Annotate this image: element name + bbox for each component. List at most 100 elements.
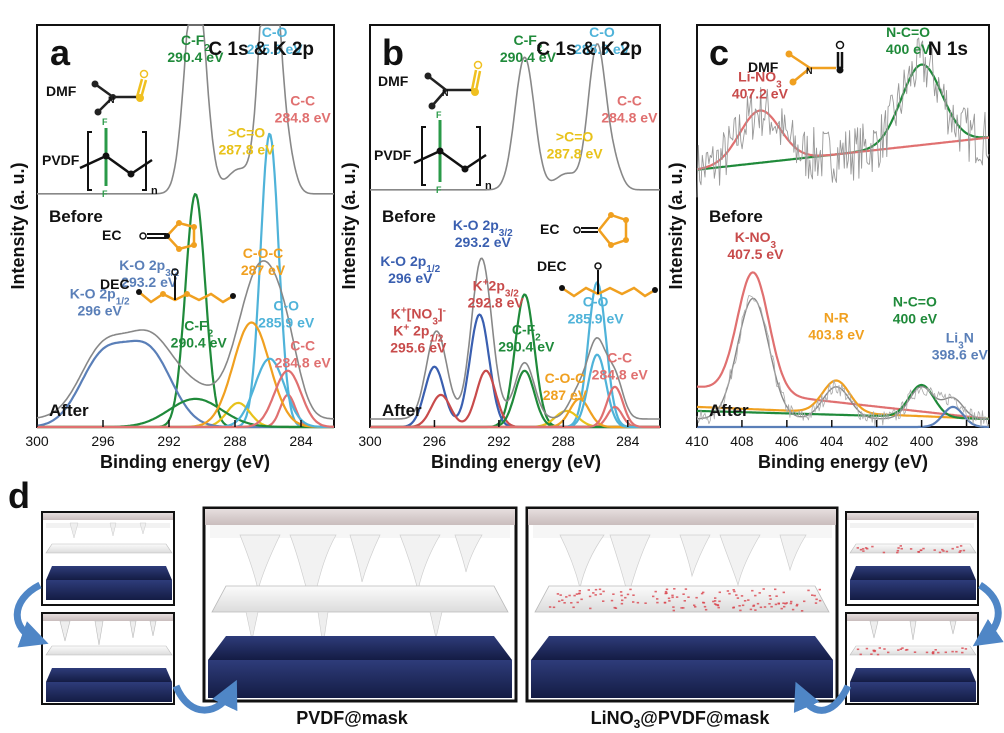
lino3-dot xyxy=(795,604,798,607)
lino3-dot xyxy=(782,602,785,604)
svg-text:F: F xyxy=(102,189,108,199)
panel-c-dmf-structure: DMF N xyxy=(748,40,845,86)
panel-c-series-7 xyxy=(696,297,989,420)
lino3-dot xyxy=(945,550,949,553)
panel-c-xtick-label-5: 400 xyxy=(910,433,934,449)
lino3-dot xyxy=(775,595,778,597)
panel-a-xtick-label-4: 284 xyxy=(289,433,313,449)
panel-a-series-4 xyxy=(37,24,334,195)
lino3-dot xyxy=(683,600,686,602)
lino3-dot xyxy=(568,594,571,597)
lino3-dot xyxy=(951,547,954,550)
lino3-dot xyxy=(751,589,754,592)
lino3-dot xyxy=(790,600,793,603)
lino3-dot xyxy=(565,596,568,598)
panel-b-spectra xyxy=(370,43,660,429)
lino3-dot xyxy=(728,592,731,595)
large-cell-pvdf-mask xyxy=(202,506,518,703)
lino3-dot xyxy=(664,590,668,593)
lino3-dot xyxy=(754,594,757,597)
panel-a-xtick-label-0: 300 xyxy=(25,433,49,449)
panel-b-after-label: After xyxy=(382,401,422,420)
lino3-dot xyxy=(864,547,868,549)
lino3-dot xyxy=(589,607,592,610)
lino3-dot xyxy=(768,603,771,605)
lino3-dot xyxy=(717,606,720,609)
lino3-dot xyxy=(942,550,945,552)
lino3-dot xyxy=(859,653,862,656)
lino3-dot xyxy=(632,594,635,596)
svg-text:N: N xyxy=(806,66,813,76)
lino3-dot xyxy=(818,588,821,591)
lino3-dot xyxy=(763,606,767,608)
panel-c-series-5 xyxy=(696,383,990,421)
lino3-dot xyxy=(675,596,679,598)
panel-c-xtick-label-2: 406 xyxy=(775,433,799,449)
panel-c-series-6 xyxy=(697,405,990,429)
svg-text:N: N xyxy=(108,95,115,105)
panel-c-spectra xyxy=(696,37,990,429)
lino3-dot xyxy=(739,609,742,612)
lino3-dot xyxy=(614,607,618,609)
panel-a-xtick-label-2: 292 xyxy=(157,433,181,449)
lino3-dot xyxy=(859,548,863,551)
lino3-dot xyxy=(803,600,806,603)
lino3-dot xyxy=(800,610,804,612)
panel-a-dec-structure: DEC xyxy=(100,268,236,304)
panel-c-title: N 1s xyxy=(928,39,968,60)
lino3-dot xyxy=(897,649,900,651)
panel-b-pvdf-structure: PVDF n F F xyxy=(374,110,492,195)
lino3-dot xyxy=(680,607,683,609)
lino3-dot xyxy=(671,594,674,597)
lino3-dot xyxy=(716,604,720,607)
ec-label: EC xyxy=(540,221,559,237)
lino3-dot xyxy=(695,596,698,599)
svg-text:F: F xyxy=(436,185,442,195)
pvdf-label: PVDF xyxy=(42,152,80,168)
panel-b-title: C 1s & K 2p xyxy=(536,39,642,60)
lino3-dot xyxy=(937,651,940,654)
lino3-dot xyxy=(684,588,688,590)
lino3-dot xyxy=(897,547,900,549)
lino3-dot xyxy=(629,588,632,591)
panel-b-letter: b xyxy=(382,32,404,73)
lino3-dot xyxy=(959,545,963,547)
lino3-dot xyxy=(872,649,876,652)
lino3-dots xyxy=(548,588,822,612)
lino3-dot xyxy=(577,592,581,595)
lino3-dot xyxy=(878,647,881,649)
lino3-dot xyxy=(958,551,961,553)
lino3-dot xyxy=(610,599,614,602)
panel-a-pvdf-structure: PVDF n F F xyxy=(42,117,158,199)
lino3-dot xyxy=(906,648,909,651)
lino3-dot xyxy=(712,600,715,603)
svg-text:n: n xyxy=(151,185,158,197)
lino3-dot xyxy=(702,591,705,594)
lino3-dot xyxy=(671,596,674,599)
panel-c-series-2 xyxy=(696,37,990,198)
lino3-dots-small-bottom xyxy=(856,647,968,656)
panel-a-xtick-label-3: 288 xyxy=(223,433,247,449)
panel-b-series-4 xyxy=(370,43,660,191)
panel-c-xtick-label-3: 404 xyxy=(820,433,844,449)
lino3-dot xyxy=(726,590,730,592)
small-cell-right-after xyxy=(845,612,979,705)
lino3-dot xyxy=(548,606,552,608)
lino3-dot xyxy=(876,653,880,656)
dmf-label: DMF xyxy=(378,73,409,89)
arrow-left-cycle xyxy=(13,581,49,648)
lino3-dot xyxy=(664,592,667,595)
lino3-dot xyxy=(815,598,818,601)
lino3-dot xyxy=(632,601,635,603)
lino3-dot xyxy=(588,595,592,598)
lino3-dots-small-top xyxy=(856,545,966,554)
lino3-dot xyxy=(962,549,966,552)
